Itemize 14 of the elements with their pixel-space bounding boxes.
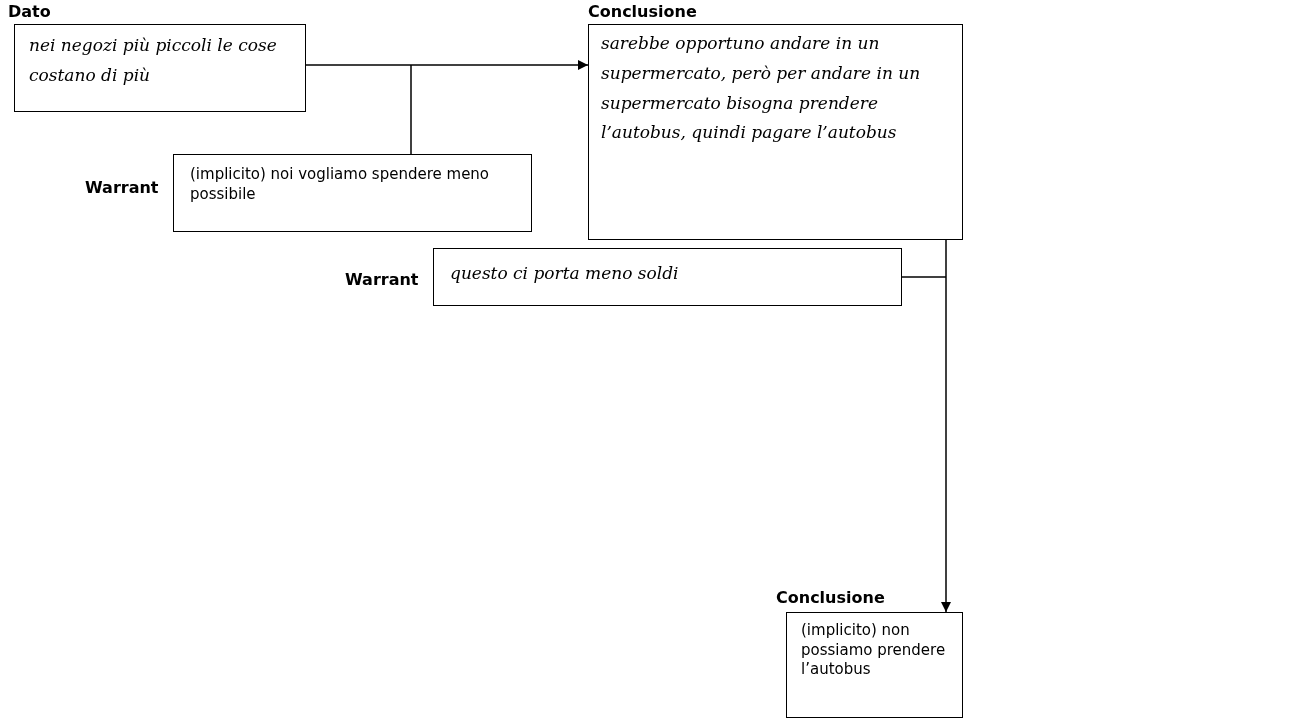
arrow: [305, 60, 589, 70]
box-text: (implicito) noi vogliamo spendere meno possibile: [190, 165, 491, 204]
heading: Conclusione: [776, 588, 885, 607]
heading: Conclusione: [588, 2, 697, 21]
heading: Warrant: [345, 270, 419, 289]
connector-line: [410, 64, 412, 155]
box-text: sarebbe opportuno andare in un supermercato, però per andare in un supermercato bisogna prendere l’autobus, quindi pagare l’autobus: [601, 32, 922, 145]
box-text: (implicito) non possiamo prendere l’autobus: [801, 621, 947, 680]
box-text: nei negozi più piccoli le cose costano di più: [29, 34, 278, 87]
arrow: [941, 239, 951, 613]
connector-line: [901, 276, 947, 278]
heading: Dato: [8, 2, 51, 21]
box-text: questo ci porta meno soldi: [450, 262, 680, 285]
heading: Warrant: [85, 178, 159, 197]
